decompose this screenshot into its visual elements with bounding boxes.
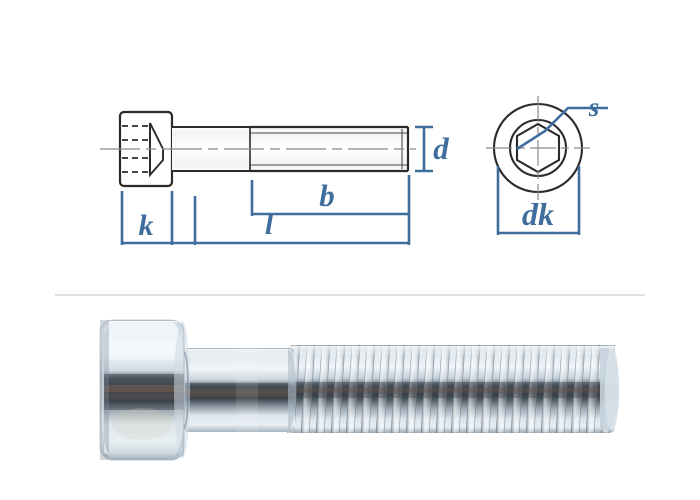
photo-plain-shank — [183, 348, 296, 432]
dim-label-s: s — [588, 92, 600, 122]
dim-label-b: b — [319, 178, 335, 213]
end-view-centerlines — [486, 96, 590, 200]
hidden-socket-lines — [122, 125, 150, 173]
dimension-dk — [496, 166, 581, 235]
thread-turns — [287, 345, 617, 433]
dimension-d — [415, 125, 433, 173]
photo-screw-head — [99, 319, 190, 461]
dim-label-dk: dk — [522, 196, 554, 232]
screw-photo — [99, 319, 619, 461]
dim-label-d: d — [433, 131, 449, 166]
dimension-b — [250, 175, 411, 216]
dim-label-l: l — [265, 208, 274, 241]
photo-thread-section — [287, 345, 619, 433]
dimension-k — [120, 191, 196, 245]
dimension-l — [193, 196, 411, 245]
dim-label-k: k — [139, 209, 154, 242]
drawing-end-view — [486, 96, 590, 200]
leader-s — [516, 106, 608, 151]
